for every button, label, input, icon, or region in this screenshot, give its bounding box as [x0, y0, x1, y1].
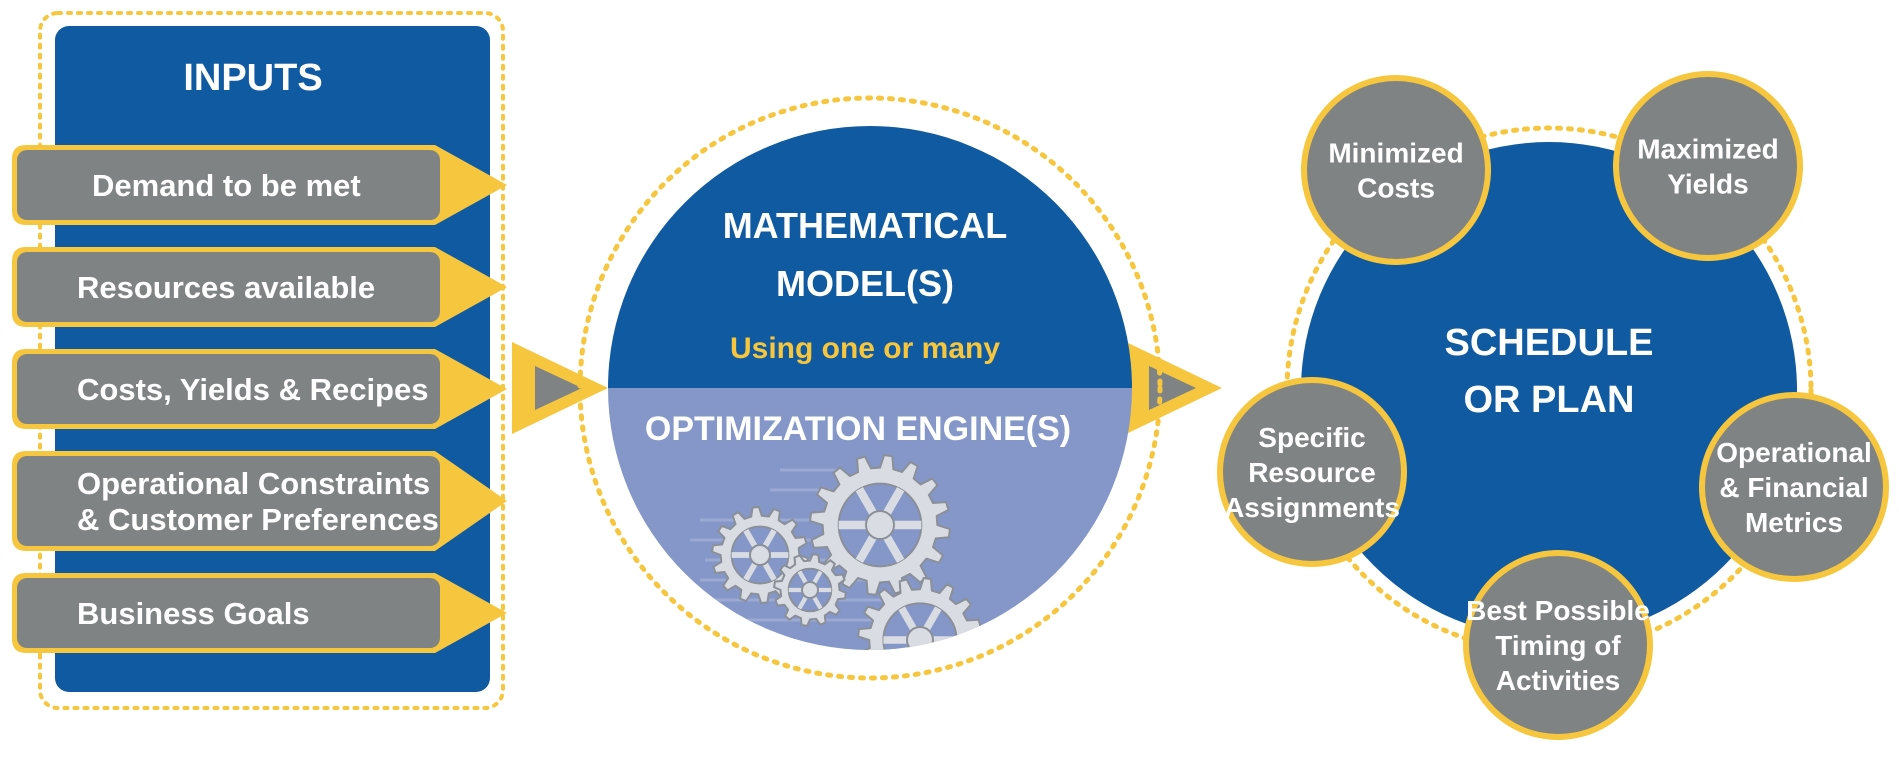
input-item: Operational Constraints& Customer Prefer…	[12, 451, 507, 551]
input-item-label: Operational Constraints	[77, 466, 430, 501]
input-item: Business Goals	[12, 573, 507, 653]
outcome-fill	[1223, 383, 1401, 561]
inputs-title: INPUTS	[183, 57, 322, 99]
outcome-label: Activities	[1496, 665, 1621, 696]
input-item-label: Resources available	[77, 270, 375, 305]
input-item-body	[17, 354, 440, 424]
outcome-label: Yields	[1667, 169, 1748, 200]
input-item: Costs, Yields & Recipes	[12, 349, 507, 429]
arrow-to-output	[1126, 342, 1222, 434]
gear-icon	[772, 552, 848, 628]
outcome-label: Maximized	[1637, 134, 1779, 165]
input-item-body	[17, 150, 440, 220]
input-item-label: Demand to be met	[92, 168, 361, 203]
outcome-label: & Financial	[1719, 472, 1868, 503]
schedule-circle	[1301, 142, 1797, 638]
engine-dotted-ring	[577, 95, 1163, 681]
arrow-to-engine	[512, 342, 608, 434]
input-item-body	[17, 456, 440, 546]
outcome-fill	[1619, 77, 1797, 255]
gear-icon	[809, 454, 951, 596]
outcome-label: Resource	[1248, 457, 1376, 488]
outcome-fill	[1469, 556, 1647, 734]
outcome-label: Assignments	[1224, 492, 1400, 523]
input-item-label: Business Goals	[77, 596, 310, 631]
model-title-line-2: MODEL(S)	[776, 263, 954, 304]
schedule-line-2: OR PLAN	[1464, 379, 1635, 421]
input-item-body	[17, 578, 440, 648]
input-item: Resources available	[12, 247, 507, 327]
input-item-label: Costs, Yields & Recipes	[77, 372, 428, 407]
outcome-fill	[1705, 398, 1883, 576]
schedule-line-1: SCHEDULE	[1444, 322, 1653, 364]
outcome-label: Metrics	[1745, 507, 1843, 538]
outcome-label: Costs	[1357, 173, 1435, 204]
outcome-label: Timing of	[1495, 630, 1621, 661]
input-item-body	[17, 252, 440, 322]
outcome-label: Specific	[1258, 422, 1365, 453]
gears-icon	[710, 454, 983, 650]
arrow-right-inner	[535, 366, 582, 410]
model-title-line-1: MATHEMATICAL	[723, 205, 1008, 246]
engine-title: OPTIMIZATION ENGINE(S)	[645, 410, 1071, 448]
outcome-fill	[1307, 81, 1485, 259]
outcome-label: Best Possible	[1466, 595, 1650, 626]
outcome-label: Minimized	[1328, 138, 1463, 169]
connector-label: Using one or many	[730, 332, 1000, 365]
inputs-dotted-border	[38, 11, 505, 710]
engine-circle: MATHEMATICAL MODEL(S) Using one or many …	[577, 95, 1163, 681]
input-item: Demand to be met	[12, 145, 507, 225]
outcome-label: Operational	[1716, 437, 1872, 468]
input-item-label: & Customer Preferences	[77, 502, 439, 537]
